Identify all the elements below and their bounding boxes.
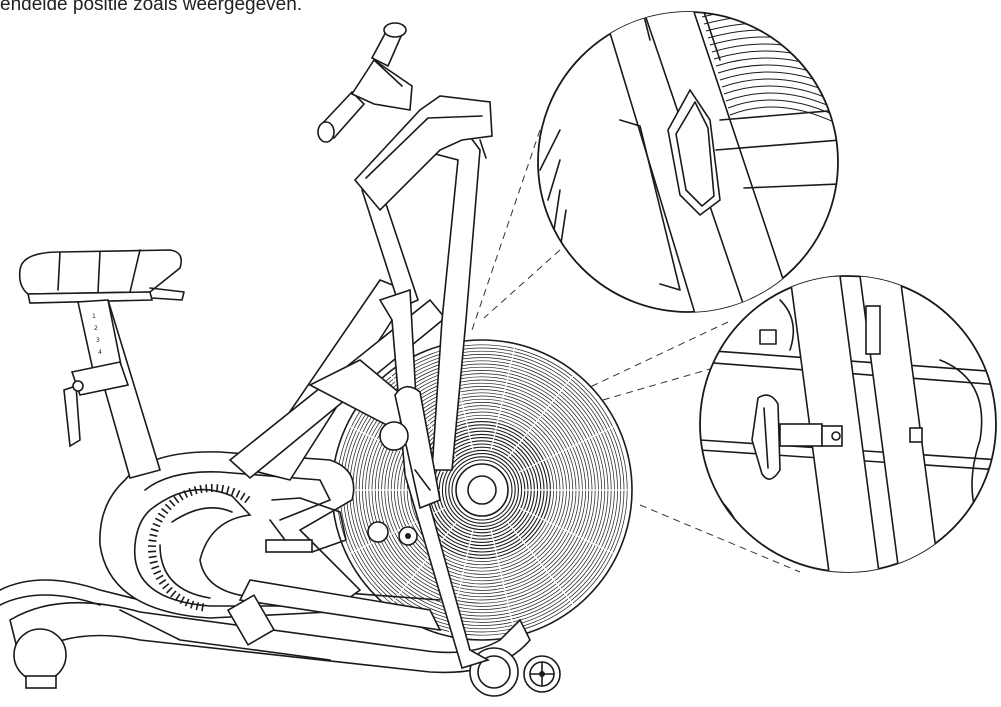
detail-circle-lower — [699, 275, 997, 573]
belt-tooth — [226, 486, 230, 495]
belt-tooth — [216, 484, 219, 493]
fan-ring — [451, 459, 513, 521]
handlebar-column — [361, 121, 491, 670]
seat-height-mark-1: 1 — [92, 313, 96, 320]
detail-fan-blade — [727, 99, 838, 119]
fan-spoke — [506, 373, 575, 460]
belt-tooth — [149, 560, 158, 564]
seat-assembly: 1 2 3 4 — [18, 249, 185, 448]
belt-tooth — [190, 600, 195, 609]
belt-tooth — [170, 590, 177, 598]
belt-tooth — [235, 489, 241, 498]
seat-height-mark-2: 2 — [94, 325, 98, 332]
belt-tooth — [166, 586, 173, 594]
belt-tooth — [184, 598, 190, 607]
belt-tooth — [164, 503, 172, 511]
handlebar-grips — [317, 22, 413, 143]
fan-spoke — [506, 520, 575, 607]
fan-ring — [441, 449, 523, 531]
front-stabilizer-foot — [13, 628, 67, 682]
fan-spoke — [490, 345, 516, 452]
belt-tooth — [162, 583, 170, 590]
instruction-caption: endelde positie zoals weergegeven. — [0, 0, 303, 15]
belt-tooth — [201, 603, 205, 612]
belt-tooth — [154, 517, 163, 523]
crank-assembly — [226, 497, 389, 646]
belt-tooth — [195, 602, 200, 611]
detail-circle-upper — [537, 11, 839, 313]
seat-height-mark-4: 4 — [98, 349, 102, 356]
belt-tooth — [158, 578, 167, 585]
fan-ring — [448, 456, 516, 524]
belt-tooth — [178, 492, 184, 501]
belt-tooth — [153, 570, 162, 575]
fan-ring — [445, 453, 519, 527]
belt-tooth — [183, 490, 189, 499]
belt-tooth — [174, 593, 181, 601]
belt-tooth — [205, 484, 208, 493]
belt-tooth — [230, 487, 236, 496]
belt-tooth — [148, 555, 157, 559]
belt-tooth — [149, 533, 158, 537]
fan-spoke — [517, 425, 616, 474]
console-bracket — [353, 95, 493, 212]
seat-adjust-lever — [63, 384, 81, 448]
fan-spoke — [490, 528, 516, 635]
seat-height-mark-3: 3 — [96, 337, 100, 344]
belt-tooth — [151, 565, 160, 570]
fan-spoke — [517, 506, 616, 555]
belt-tooth — [179, 596, 185, 604]
transport-wheels — [469, 647, 561, 697]
belt-tooth — [173, 496, 180, 504]
belt-tooth — [193, 486, 198, 495]
belt-tooth — [221, 484, 225, 494]
belt-tooth — [157, 512, 166, 519]
belt-tooth — [155, 574, 164, 580]
belt-tooth — [148, 539, 157, 542]
belt-tooth — [168, 499, 176, 507]
belt-tooth — [161, 507, 169, 515]
detail-fan-blade — [725, 92, 838, 112]
belt-tooth — [150, 528, 159, 533]
belt-tooth — [188, 487, 193, 496]
detail-fan-blade — [729, 106, 838, 126]
base-frame — [0, 579, 531, 689]
belt-tooth — [240, 492, 246, 501]
fan-spoke — [389, 520, 458, 607]
belt-tooth — [152, 522, 161, 528]
belt-tooth — [244, 495, 251, 504]
belt-tooth — [199, 484, 203, 494]
